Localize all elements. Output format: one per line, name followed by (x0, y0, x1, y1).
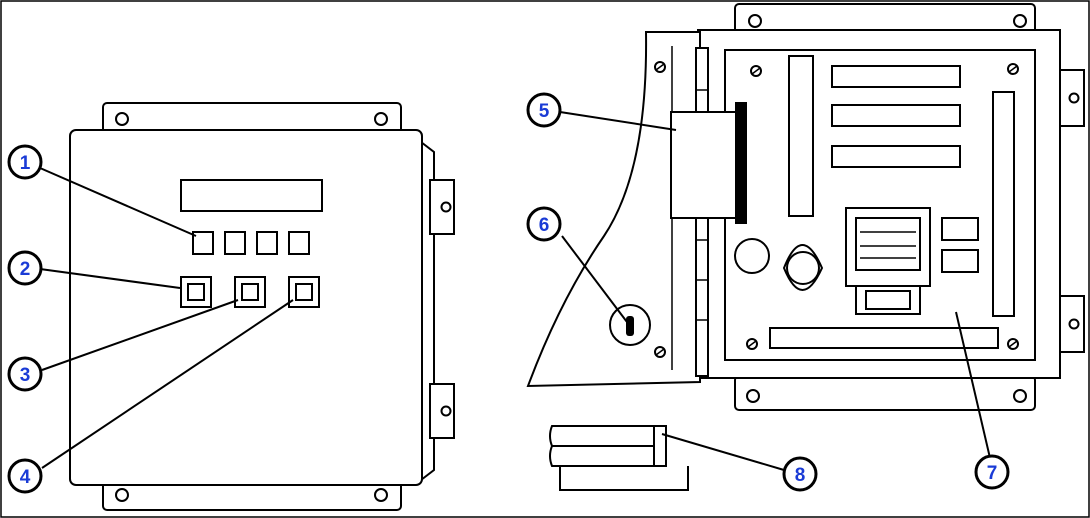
terminal-strip (788, 55, 814, 217)
display-window (180, 179, 323, 212)
leader-line (561, 235, 631, 327)
mounting-hole (748, 14, 762, 28)
leader-line (559, 111, 677, 131)
callout-number: 4 (20, 467, 31, 488)
hinge (1059, 295, 1085, 353)
screw (1007, 338, 1019, 350)
enclosure-side (420, 141, 435, 481)
transformer-core (855, 217, 921, 271)
closed-enclosure (69, 102, 455, 511)
terminal-strip (992, 91, 1015, 317)
leader-line (39, 268, 181, 289)
screw (654, 61, 666, 73)
terminal-strip (769, 327, 999, 349)
open-enclosure (526, 3, 1085, 411)
mounting-hole (1013, 389, 1027, 403)
transformer-terminal (865, 290, 911, 310)
hinge-pin (440, 405, 452, 417)
leader-line (41, 299, 294, 469)
leader-line (41, 299, 239, 371)
leader-line (39, 167, 197, 237)
callout-number: 7 (987, 463, 998, 484)
fuse (941, 249, 979, 273)
mounting-hole (1013, 14, 1027, 28)
callout-7: 7 (974, 454, 1010, 490)
screw (746, 338, 758, 350)
push-button (187, 283, 205, 301)
indicator-lamp (224, 231, 246, 255)
screw (654, 346, 666, 358)
capacitor (734, 238, 770, 274)
screw (1007, 63, 1019, 75)
mounting-hole (115, 488, 129, 502)
top-mounting-flange (102, 102, 402, 134)
indicator-lamp (192, 231, 214, 255)
hinge-pin (440, 201, 452, 213)
leader-line (955, 311, 991, 459)
hinge-pin (1068, 318, 1080, 330)
push-button (295, 283, 313, 301)
callout-1: 1 (7, 144, 43, 180)
mounting-hole (746, 389, 760, 403)
leader-line (661, 433, 785, 471)
callout-2: 2 (7, 250, 43, 286)
open-door (526, 31, 701, 388)
relay-module (831, 104, 961, 127)
hinge (1059, 69, 1085, 127)
indicator-lamp (288, 231, 310, 255)
push-button (241, 283, 259, 301)
callout-4: 4 (7, 458, 43, 494)
hinge-pin (1068, 92, 1080, 104)
callout-5: 5 (526, 92, 562, 128)
mounting-hole (374, 488, 388, 502)
leader-lines (39, 111, 991, 471)
ribbon-cable-connector (735, 102, 747, 224)
relay-module (831, 145, 961, 168)
callout-number: 5 (539, 101, 550, 122)
panel-screws (746, 63, 1019, 350)
callout-number: 3 (20, 365, 31, 386)
ribbon-cable (670, 111, 742, 219)
mounting-hole (374, 112, 388, 126)
potentiometer (786, 251, 820, 285)
key (549, 425, 689, 491)
callout-number: 8 (795, 465, 806, 486)
callout-6: 6 (526, 206, 562, 242)
callout-number: 1 (20, 153, 31, 174)
callout-number: 2 (20, 259, 31, 280)
callout-3: 3 (7, 356, 43, 392)
screw (750, 65, 762, 77)
callout-number: 6 (539, 215, 550, 236)
relay-module (831, 65, 961, 88)
bottom-mounting-flange (734, 375, 1036, 411)
mounting-hole (115, 112, 129, 126)
callout-8: 8 (782, 456, 818, 492)
key-collar (653, 425, 667, 467)
indicator-lamp (256, 231, 278, 255)
fuse (941, 217, 979, 241)
